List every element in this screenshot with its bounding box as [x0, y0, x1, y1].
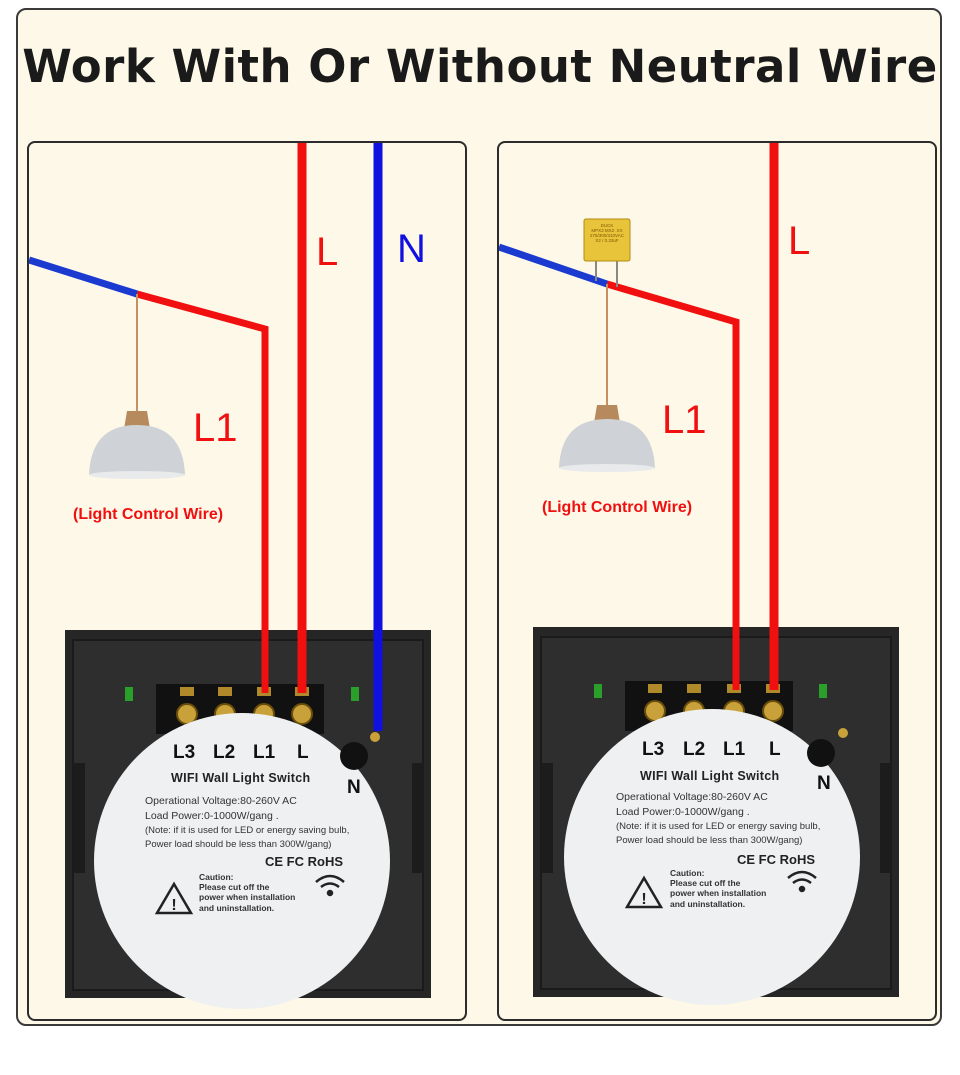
caution-heading: Caution: — [199, 872, 234, 882]
switch-right-clip — [880, 763, 892, 873]
caution-heading: Caution: — [670, 868, 705, 878]
lamp-shade-rim — [89, 471, 185, 479]
neutral-terminal-hole — [807, 739, 835, 767]
switch-label-disc — [564, 709, 860, 1005]
terminal-label-l: L — [297, 742, 309, 763]
spec-voltage: Operational Voltage:80-260V AC — [145, 795, 297, 807]
caution-line-2: power when installation — [199, 892, 296, 903]
spec-note: (Note: if it is used for LED or energy s… — [616, 821, 821, 833]
wifi-icon — [787, 870, 817, 893]
indicator-led-right — [351, 687, 359, 701]
terminal-label-l1: L1 — [723, 739, 746, 760]
terminal-screw-l — [762, 700, 784, 722]
terminal-clamp-l3 — [180, 687, 194, 696]
neutral-terminal-screw — [838, 728, 848, 738]
neutral-feed-wire — [499, 243, 609, 288]
neutral-wire-label: N — [397, 227, 426, 271]
caution-line-1: Please cut off the — [670, 878, 741, 889]
terminal-label-l3: L3 — [173, 742, 196, 763]
terminal-label-l2: L2 — [683, 739, 706, 760]
live-wire-label: L — [316, 230, 339, 274]
terminal-label-l1: L1 — [253, 742, 276, 763]
neutral-terminal-hole — [340, 742, 368, 770]
capacitor-markings: DUCK MPX3 MX2 .XX 275/300/310VAC X2 / 0.… — [586, 223, 628, 244]
warning-triangle — [154, 881, 194, 915]
caution-line-3: and uninstallation. — [670, 898, 746, 909]
capacitor-voltage: 275/300/310VAC — [590, 232, 624, 238]
terminal-label-l: L — [769, 739, 781, 760]
indicator-led-left — [594, 684, 602, 698]
control-wire-label: L1 — [662, 398, 707, 442]
lamp-socket — [594, 405, 620, 423]
warning-exclamation: ! — [641, 891, 646, 908]
switch-label-disc — [94, 713, 390, 1009]
warning-triangle — [624, 875, 664, 909]
capacitor-body — [583, 218, 631, 262]
with-neutral-wiring-svg: ! — [29, 143, 431, 1009]
caution-text: Caution: Please cut off the power when i… — [670, 868, 766, 909]
switch-right-clip — [412, 763, 424, 873]
capacitor-rating: X2 / 0.33uF — [595, 237, 619, 243]
spec-power-limit: Power load should be less than 300W/gang… — [616, 835, 803, 847]
certification-marks: CE FC RoHS — [265, 854, 343, 869]
terminal-label-l3: L3 — [642, 739, 665, 760]
terminal-clamp-l2 — [687, 684, 701, 693]
spec-voltage: Operational Voltage:80-260V AC — [616, 791, 768, 803]
product-name: WIFI Wall Light Switch — [171, 771, 311, 785]
certification-marks: CE FC RoHS — [737, 852, 815, 867]
light-control-wire-l1 — [136, 290, 269, 693]
switch-specs: Operational Voltage:80-260V AC Load Powe… — [145, 794, 349, 852]
without-neutral-wiring-svg: ! — [499, 143, 899, 1005]
capacitor-model: MPX3 MX2 .XX — [591, 227, 623, 233]
lamp-socket — [124, 411, 150, 429]
lamp-shade — [559, 419, 655, 468]
caution-line-2: power when installation — [670, 888, 767, 899]
spec-load-power: Load Power:0-1000W/gang . — [145, 810, 279, 823]
light-control-wire-l1 — [606, 280, 740, 690]
caution-line-3: and uninstallation. — [199, 902, 275, 913]
lamp-shade — [89, 425, 185, 475]
switch-specs: Operational Voltage:80-260V AC Load Powe… — [616, 790, 820, 848]
neutral-terminal-label: N — [817, 773, 831, 794]
caution-text: Caution: Please cut off the power when i… — [199, 872, 295, 913]
light-control-note: (Light Control Wire) — [542, 499, 693, 516]
indicator-led-right — [819, 684, 827, 698]
spec-power-limit: Power load should be less than 300W/gang… — [145, 839, 332, 851]
caution-line-1: Please cut off the — [199, 882, 270, 893]
capacitor-brand: DUCK — [600, 223, 614, 228]
spec-load-power: Load Power:0-1000W/gang . — [616, 806, 750, 819]
spec-note: (Note: if it is used for LED or energy s… — [145, 825, 350, 837]
switch-left-clip — [541, 763, 553, 873]
terminal-label-l2: L2 — [213, 742, 236, 763]
without-neutral-panel: ! DUCK MPX3 MX2 .XX 275/300/310VAC X2 / … — [497, 141, 937, 1021]
page-title: Work With Or Without Neutral Wire — [22, 40, 938, 93]
indicator-led-left — [125, 687, 133, 701]
product-name: WIFI Wall Light Switch — [640, 769, 780, 783]
with-neutral-panel: ! L N L1 (Light Control Wire) L3 L2 L1 L… — [27, 141, 467, 1021]
wifi-icon — [315, 874, 345, 897]
control-wire-label: L1 — [193, 406, 238, 450]
live-wire-label: L — [788, 219, 811, 263]
neutral-feed-wire — [29, 256, 139, 298]
terminal-clamp-l3 — [648, 684, 662, 693]
light-control-note: (Light Control Wire) — [73, 506, 224, 523]
terminal-screw-l — [291, 703, 313, 725]
lamp-shade-rim — [559, 464, 655, 472]
warning-exclamation: ! — [171, 897, 176, 914]
neutral-terminal-screw — [370, 732, 380, 742]
terminal-clamp-l2 — [218, 687, 232, 696]
neutral-terminal-label: N — [347, 777, 361, 798]
switch-left-clip — [73, 763, 85, 873]
